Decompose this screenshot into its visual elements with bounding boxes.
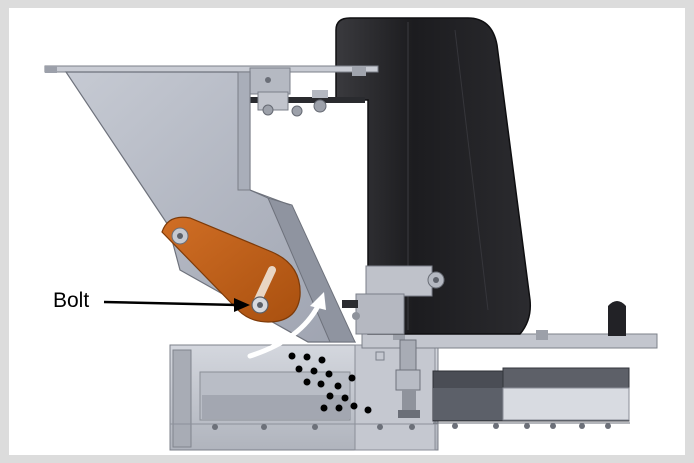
hopper-top-plate [44, 65, 379, 95]
orange-pivot-bracket [161, 216, 301, 323]
right-trays [432, 367, 630, 429]
nozzle [395, 339, 421, 418]
bolt [251, 296, 269, 314]
base-chassis [169, 344, 439, 451]
flow-direction-arrow [247, 292, 326, 359]
motor-housing [335, 17, 532, 335]
particle-flow [288, 352, 372, 414]
bolt-callout-label: Bolt [53, 289, 90, 312]
bolt-leader-arrow [103, 298, 250, 312]
mounting-bracket [342, 265, 445, 335]
upper-clamp [205, 90, 365, 117]
